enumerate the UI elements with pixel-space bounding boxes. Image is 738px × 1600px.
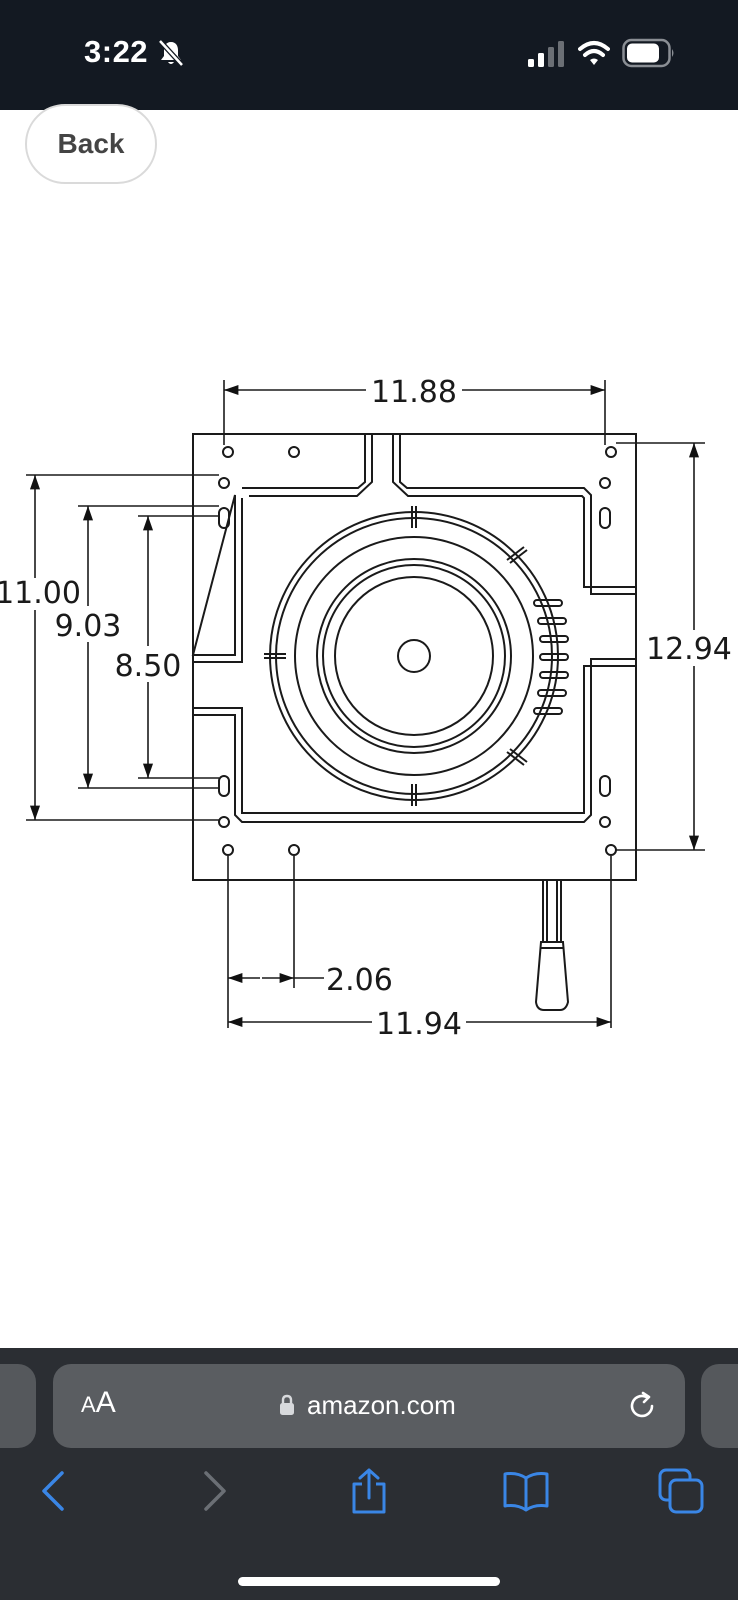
dim-left-middle: 9.03: [55, 609, 122, 644]
release-handle: [534, 880, 570, 1011]
dim-bottom-width: 11.94: [376, 1007, 462, 1042]
browser-bar: AA amazon.com: [0, 1348, 738, 1600]
forward-arrow-icon[interactable]: [190, 1468, 236, 1514]
signal-icon: [528, 41, 564, 67]
dim-bottom-small: 2.06: [326, 963, 393, 998]
battery-icon: [622, 38, 674, 68]
lock-icon: [280, 1394, 294, 1415]
status-time: 3:22: [84, 34, 149, 69]
url-text: amazon.com: [307, 1390, 456, 1420]
tabs-icon[interactable]: [658, 1468, 704, 1514]
bookmarks-icon[interactable]: [503, 1468, 549, 1514]
address-bar[interactable]: AA amazon.com: [53, 1364, 685, 1448]
ring-5: [322, 564, 506, 748]
home-indicator: [238, 1577, 500, 1586]
reload-icon[interactable]: [627, 1390, 659, 1422]
swivel-plate-drawing: 11.88 11.00 9.03 8.50 12.94 2.06 11.94: [0, 375, 732, 1042]
text-size-large: A: [95, 1386, 116, 1419]
ring-6: [334, 576, 494, 736]
dim-right-height: 12.94: [646, 632, 732, 667]
bell-slash-icon: [158, 39, 184, 67]
back-arrow-icon[interactable]: [32, 1468, 78, 1514]
dim-left-outer: 11.00: [0, 576, 81, 611]
ring-4: [316, 558, 512, 754]
status-bar: 3:22: [0, 0, 738, 110]
ring-3: [294, 536, 534, 776]
ring-2: [275, 517, 553, 795]
center-hole: [397, 639, 431, 673]
next-tab-preview[interactable]: [701, 1364, 738, 1448]
dim-top-width: 11.88: [371, 375, 457, 410]
text-size-small: A: [81, 1392, 96, 1417]
outer-ring: [269, 511, 559, 801]
wifi-icon: [578, 41, 610, 65]
inner-plate: [191, 434, 636, 823]
back-button[interactable]: Back: [25, 104, 157, 184]
previous-tab-preview[interactable]: [0, 1364, 36, 1448]
text-size-button[interactable]: AA: [81, 1386, 116, 1420]
share-icon[interactable]: [346, 1468, 392, 1514]
dim-left-inner: 8.50: [115, 649, 182, 684]
outer-plate: [192, 433, 637, 881]
